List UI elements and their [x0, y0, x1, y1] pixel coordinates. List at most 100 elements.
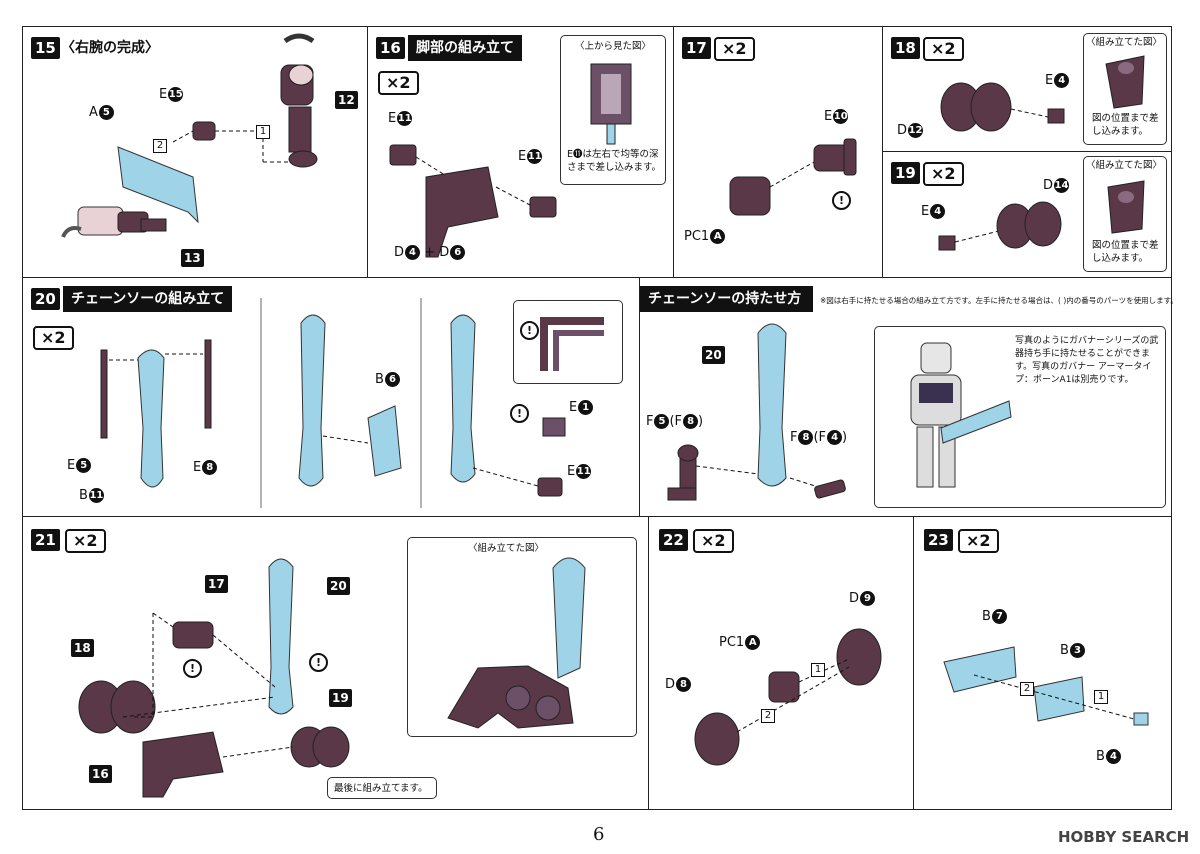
quantity-badge: ×2 — [714, 37, 755, 61]
step-title: 脚部の組み立て — [408, 35, 522, 61]
robot-photo — [910, 342, 1012, 488]
section-title: チェーンソーの持たせ方 — [640, 286, 814, 312]
chainsaw-assembly-illustration — [100, 298, 566, 508]
quantity-badge: ×2 — [923, 37, 964, 61]
step-21-panel: 21 ×2 17 20 18 16 19 ! ! 最後に組み立てます。 〈組み立… — [22, 516, 649, 810]
page-number: 6 — [593, 824, 605, 845]
final-assembly-illustration — [78, 558, 350, 798]
quantity-badge: ×2 — [923, 162, 964, 186]
step-number: 17 — [682, 37, 711, 59]
assembled-view-callout: 〈組み立てた図〉 — [407, 537, 637, 737]
callout-note: E⓫は左右で均等の深さまで差し込みます。 — [567, 149, 662, 173]
warning-icon: ! — [183, 659, 202, 678]
step-number: 18 — [891, 37, 920, 59]
step-19-illustration — [938, 201, 1062, 251]
quantity-badge: ×2 — [958, 529, 999, 553]
warning-icon: ! — [520, 321, 539, 340]
quantity-badge: ×2 — [378, 71, 419, 95]
step-16-panel: 16 脚部の組み立て ×2 〈上から見た図〉 E⓫は左右で均等の深さまで差し込み… — [367, 26, 674, 278]
hold-chainsaw-panel: チェーンソーの持たせ方 ※図は右手に持たせる場合の組み立て方です。左手に持たせる… — [639, 277, 1178, 517]
quantity-badge: ×2 — [65, 529, 106, 553]
sequence-box-1: 1 — [811, 663, 825, 677]
assembled-part-illustration — [1105, 55, 1145, 109]
assembled-view-callout: 〈組み立てた図〉 図の位置まで差し込みます。 — [1083, 33, 1167, 145]
part-number-13: 13 — [181, 249, 204, 267]
step-title: 〈右腕の完成〉 — [61, 40, 159, 56]
part-number-20: 20 — [327, 577, 350, 595]
blade-detail-illustration — [540, 317, 604, 371]
watermark-logo: HOBBY SEARCH — [1058, 828, 1190, 846]
step-title: チェーンソーの組み立て — [63, 286, 233, 312]
part-number-19: 19 — [329, 689, 352, 707]
warning-icon: ! — [832, 191, 851, 210]
photo-note: 写真のようにガバナーシリーズの武器持ち手に持たせることができます。写真のガバナー… — [1015, 336, 1159, 385]
warning-icon: ! — [309, 653, 328, 672]
quantity-badge: ×2 — [33, 326, 74, 350]
top-view-callout: 〈上から見た図〉 E⓫は左右で均等の深さまで差し込みます。 — [560, 35, 666, 185]
step-number: 23 — [924, 529, 953, 551]
part-number-12: 12 — [335, 91, 358, 109]
photo-callout: 写真のようにガバナーシリーズの武器持ち手に持たせることができます。写真のガバナー… — [874, 326, 1166, 508]
chainsaw-grip-illustration — [667, 323, 846, 501]
sequence-box-2: 2 — [761, 709, 775, 723]
sequence-box-2: 2 — [153, 139, 167, 153]
step-18-illustration — [940, 82, 1065, 132]
leg-assembly-illustration — [389, 144, 557, 258]
part-number-16: 16 — [89, 765, 112, 783]
part-number-20: 20 — [702, 346, 725, 364]
part-number-17: 17 — [205, 575, 228, 593]
top-view-illustration — [590, 63, 632, 145]
bottom-note-bubble: 最後に組み立てます。 — [327, 777, 437, 799]
step-number: 20 — [31, 288, 60, 310]
sequence-box-1: 1 — [1094, 690, 1108, 704]
assembled-part-illustration — [1107, 180, 1145, 234]
step-number: 16 — [376, 37, 405, 59]
blade-detail-callout: ! — [513, 300, 623, 384]
pc1-assembly-illustration — [729, 138, 857, 216]
warning-icon: ! — [510, 404, 529, 423]
quantity-badge: ×2 — [693, 529, 734, 553]
sequence-box-2: 2 — [1020, 682, 1034, 696]
assembled-chainsaw-illustration — [447, 557, 586, 729]
section-note: ※図は右手に持たせる場合の組み立て方です。左手に持たせる場合は、( )内の番号の… — [820, 296, 1178, 305]
sequence-box-1: 1 — [256, 125, 270, 139]
arm-parts-illustration — [61, 33, 318, 238]
step-number: 15 — [31, 37, 60, 59]
assembled-view-callout: 〈組み立てた図〉 図の位置まで差し込みます。 — [1083, 156, 1167, 272]
step-number: 21 — [31, 529, 60, 551]
step-number: 19 — [891, 162, 920, 184]
step-number: 22 — [659, 529, 688, 551]
